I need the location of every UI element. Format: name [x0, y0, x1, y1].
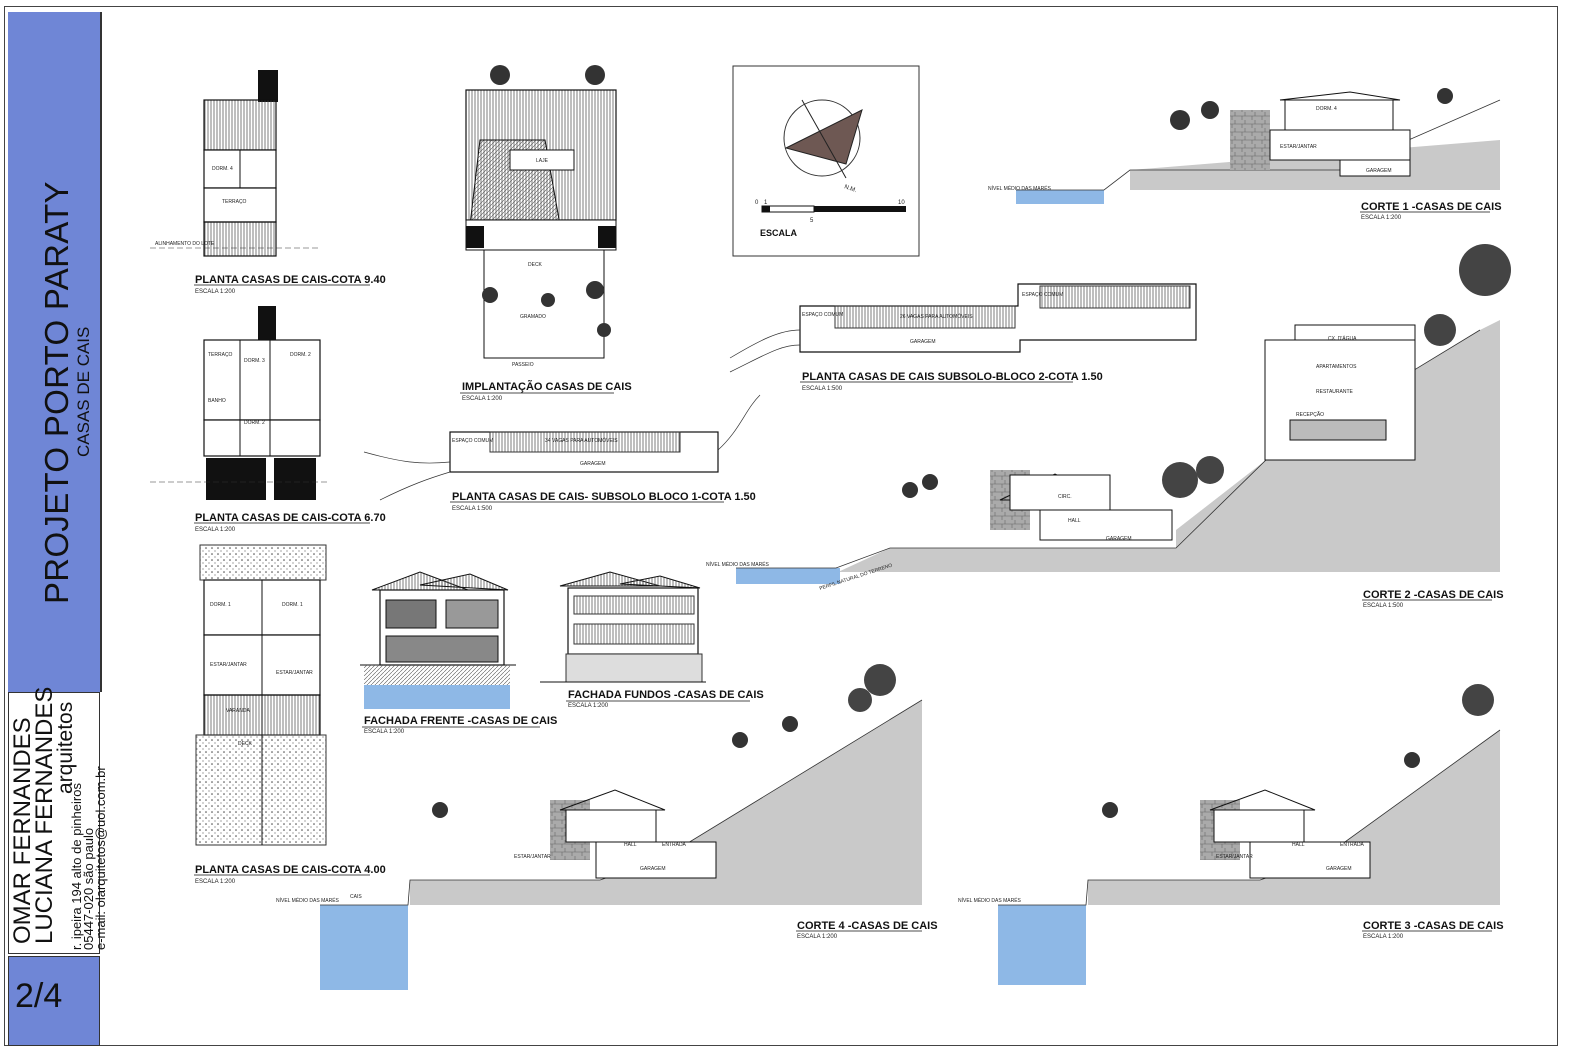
section-1: DORM. 4 ESTAR/JANTAR GARAGEM NÍVEL MÉDIO… — [988, 88, 1502, 221]
label-espaco-b2: ESPAÇO COMUM — [802, 312, 843, 318]
plan-940-title: PLANTA CASAS DE CAIS-COTA 9.40 — [195, 274, 386, 286]
front-facade-scale: ESCALA 1:200 — [364, 729, 405, 735]
s3-entrada: ENTRADA — [1340, 842, 1365, 848]
architect-block — [8, 692, 100, 954]
s2-hall: HALL — [1068, 518, 1081, 524]
north-arrow-icon — [784, 109, 863, 165]
section-1-scale: ESCALA 1:200 — [1361, 215, 1402, 221]
plan-4-00: DORM. 1 DORM. 1 ESTAR/JANTAR ESTAR/JANTA… — [194, 544, 386, 885]
s1-nivel: NÍVEL MÉDIO DAS MARÉS — [988, 185, 1052, 192]
s2-circ: CIRC. — [1058, 494, 1072, 500]
back-facade-title: FACHADA FUNDOS -CASAS DE CAIS — [568, 689, 764, 701]
s2-recepcao: RECEPÇÃO — [1296, 411, 1324, 418]
label-vagas34: 34 VAGAS PARA AUTOMÓVEIS — [545, 437, 618, 444]
label-gramado: GRAMADO — [520, 314, 546, 320]
label-passeio: PASSEIO — [512, 362, 534, 368]
s2-cxagua: CX. D'ÁGUA — [1328, 335, 1357, 342]
s4-garagem: GARAGEM — [640, 866, 666, 872]
room-banho: BANHO — [208, 398, 226, 404]
s3-nivel: NÍVEL MÉDIO DAS MARÉS — [958, 897, 1022, 904]
front-facade: FACHADA FRENTE -CASAS DE CAIS ESCALA 1:2… — [360, 571, 557, 735]
scale-tick-5: 5 — [810, 218, 814, 224]
room-dorm2: DORM. 2 — [290, 352, 311, 358]
label-garagem-b1: GARAGEM — [580, 461, 606, 467]
sheet-number-box: 2/4 — [8, 956, 100, 1046]
section-1-title: CORTE 1 -CASAS DE CAIS — [1361, 201, 1502, 213]
s2-nivel: NÍVEL MÉDIO DAS MARÉS — [706, 561, 770, 568]
room-dorm4: DORM. 4 — [212, 166, 233, 172]
s1-estar: ESTAR/JANTAR — [1280, 144, 1317, 150]
s4-estar: ESTAR/JANTAR — [514, 854, 551, 860]
s4-hall: HALL — [624, 842, 637, 848]
room-laje: LAJE — [536, 158, 549, 164]
section-2: HALL GARAGEM CIRC. APARTAMENTOS RESTAURA… — [706, 244, 1511, 609]
site-plan-scale: ESCALA 1:200 — [462, 396, 503, 402]
site-plan: LAJE GRAMADO DECK PASSEIO IMPLANTAÇÃO CA… — [460, 65, 632, 402]
room-terraco: TERRAÇO — [222, 199, 247, 205]
s2-garagem: GARAGEM — [1106, 536, 1132, 542]
s1-dorm4: DORM. 4 — [1316, 106, 1337, 112]
scale-compass-box: N.M. 0 1 5 10 ESCALA — [732, 65, 920, 257]
s2-restaurante: RESTAURANTE — [1316, 389, 1354, 395]
room-dorm2b: DORM. 2 — [244, 420, 265, 426]
plan-400-scale: ESCALA 1:200 — [195, 879, 236, 885]
plan-940-scale: ESCALA 1:200 — [195, 289, 236, 295]
label-espaco-b2b: ESPAÇO COMUM — [1022, 292, 1063, 298]
room-dorm1b: DORM. 1 — [282, 602, 303, 608]
scale-tick-0: 0 — [755, 200, 759, 206]
s1-garagem: GARAGEM — [1366, 168, 1392, 174]
section-3-title: CORTE 3 -CASAS DE CAIS — [1363, 920, 1504, 932]
s3-garagem: GARAGEM — [1326, 866, 1352, 872]
section-2-scale: ESCALA 1:500 — [1363, 603, 1404, 609]
room-varanda: VARANDA — [226, 708, 250, 714]
title-block-top: PROJETO PORTO PARATY CASAS DE CAIS — [8, 12, 102, 692]
room-terraco-670: TERRAÇO — [208, 352, 233, 358]
basement-b2-scale: ESCALA 1:500 — [802, 386, 843, 392]
s3-hall: HALL — [1292, 842, 1305, 848]
basement-block-1: ESPAÇO COMUM 34 VAGAS PARA AUTOMÓVEIS GA… — [363, 394, 761, 512]
room-estar: ESTAR/JANTAR — [210, 662, 247, 668]
room-dorm1: DORM. 1 — [210, 602, 231, 608]
basement-b2-title: PLANTA CASAS DE CAIS SUBSOLO-BLOCO 2-COT… — [802, 371, 1103, 383]
plan-6-70: TERRAÇO DORM. 3 DORM. 2 BANHO DORM. 2 PL… — [150, 306, 386, 533]
scale-tick-1: 1 — [764, 200, 768, 206]
label-espaco-b1: ESPAÇO COMUM — [452, 438, 493, 444]
section-4-scale: ESCALA 1:200 — [797, 934, 838, 940]
back-facade: FACHADA FUNDOS -CASAS DE CAIS ESCALA 1:2… — [540, 571, 764, 709]
site-plan-title: IMPLANTAÇÃO CASAS DE CAIS — [462, 380, 632, 393]
scale-label: ESCALA — [760, 228, 798, 238]
plan-670-title: PLANTA CASAS DE CAIS-COTA 6.70 — [195, 512, 386, 524]
plan-9-40: DORM. 4 TERRAÇO ALINHAMENTO DO LOTE PLAN… — [150, 70, 386, 295]
label-alinhamento: ALINHAMENTO DO LOTE — [155, 241, 215, 247]
plan-400-title: PLANTA CASAS DE CAIS-COTA 4.00 — [195, 864, 386, 876]
section-2-title: CORTE 2 -CASAS DE CAIS — [1363, 589, 1504, 601]
basement-b1-title: PLANTA CASAS DE CAIS- SUBSOLO BLOCO 1-CO… — [452, 491, 756, 503]
s4-entrada: ENTRADA — [662, 842, 687, 848]
label-garagem-b2: GARAGEM — [910, 339, 936, 345]
back-facade-scale: ESCALA 1:200 — [568, 703, 609, 709]
plan-670-scale: ESCALA 1:200 — [195, 527, 236, 533]
title-block: PROJETO PORTO PARATY CASAS DE CAIS OMAR … — [8, 12, 108, 1046]
sheet-frame — [4, 6, 1558, 1046]
scale-tick-10: 10 — [898, 200, 905, 206]
basement-block-2: ESPAÇO COMUM ESPAÇO COMUM 26 VAGAS PARA … — [729, 283, 1197, 392]
room-dorm3: DORM. 3 — [244, 358, 265, 364]
basement-b1-scale: ESCALA 1:500 — [452, 506, 493, 512]
section-4-title: CORTE 4 -CASAS DE CAIS — [797, 920, 938, 932]
s2-apartamentos: APARTAMENTOS — [1316, 364, 1357, 370]
front-facade-title: FACHADA FRENTE -CASAS DE CAIS — [364, 715, 557, 727]
section-3: ESTAR/JANTAR HALL ENTRADA GARAGEM NÍVEL … — [958, 684, 1504, 985]
s4-cais: CAIS — [350, 894, 362, 900]
s4-nivel: NÍVEL MÉDIO DAS MARÉS — [276, 897, 340, 904]
label-vagas26: 26 VAGAS PARA AUTOMÓVEIS — [900, 313, 973, 320]
north-label: N.M. — [843, 184, 857, 194]
s3-estar: ESTAR/JANTAR — [1216, 854, 1253, 860]
sheet-number: 2/4 — [15, 977, 63, 1015]
label-deck: DECK — [528, 262, 543, 268]
room-estar-b: ESTAR/JANTAR — [276, 670, 313, 676]
section-4: ESTAR/JANTAR HALL ENTRADA GARAGEM NÍVEL … — [276, 664, 938, 990]
section-3-scale: ESCALA 1:200 — [1363, 934, 1404, 940]
room-deck: DECK — [238, 741, 253, 747]
